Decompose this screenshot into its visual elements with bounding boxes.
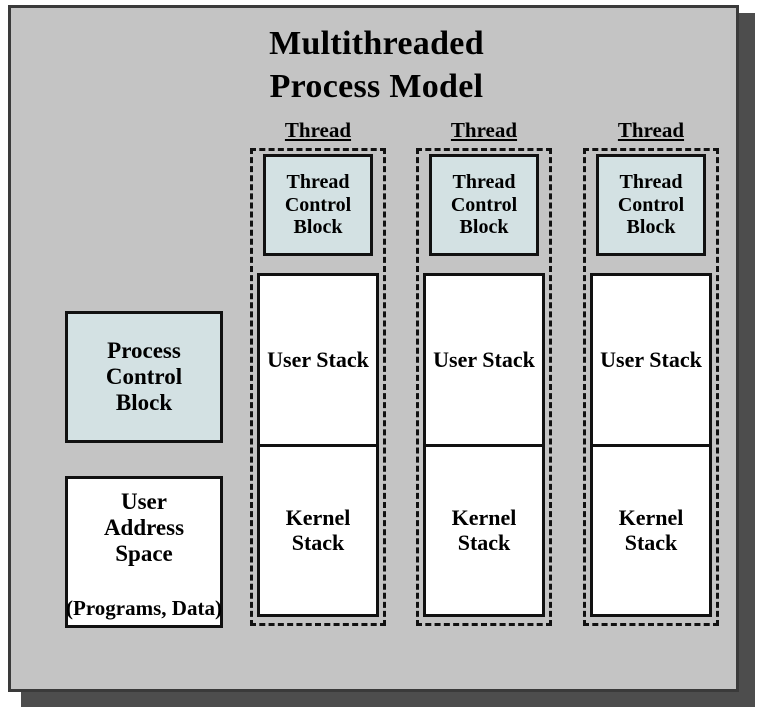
- thread-control-block-label-1: Thread Control Block: [284, 171, 352, 239]
- kernel-stack-label-3: Kernel Stack: [618, 505, 684, 556]
- user-stack-1: User Stack: [260, 276, 376, 444]
- thread-boundary-1: [250, 148, 386, 626]
- kernel-stack-label-2: Kernel Stack: [451, 505, 517, 556]
- thread-stack-group-1: User Stack Kernel Stack: [257, 273, 379, 617]
- kernel-stack-2: Kernel Stack: [426, 443, 542, 614]
- diagram-title-line-2: Process Model: [269, 67, 484, 105]
- diagram-frame: Multithreaded Process Model Process Cont…: [8, 5, 739, 692]
- thread-stack-group-3: User Stack Kernel Stack: [590, 273, 712, 617]
- thread-control-block-2: Thread Control Block: [429, 154, 539, 256]
- kernel-stack-1: Kernel Stack: [260, 443, 376, 614]
- user-stack-3: User Stack: [593, 276, 709, 444]
- diagram-title: Multithreaded Process Model: [11, 23, 742, 109]
- thread-label-1: Thread: [284, 118, 352, 142]
- user-stack-label-1: User Stack: [267, 347, 369, 373]
- thread-label-3: Thread: [617, 118, 685, 142]
- user-address-space-label: User Address Space: [103, 489, 185, 566]
- thread-control-block-3: Thread Control Block: [596, 154, 706, 256]
- thread-control-block-1: Thread Control Block: [263, 154, 373, 256]
- thread-column-1: Thread Thread Control Block User Stack: [250, 118, 386, 626]
- thread-column-3: Thread Thread Control Block User Stack: [583, 118, 719, 626]
- thread-label-2: Thread: [450, 118, 518, 142]
- kernel-stack-3: Kernel Stack: [593, 443, 709, 614]
- thread-boundary-3: [583, 148, 719, 626]
- thread-control-block-label-2: Thread Control Block: [450, 171, 518, 239]
- thread-column-2: Thread Thread Control Block User Stack: [416, 118, 552, 626]
- diagram-title-line-1: Multithreaded: [269, 25, 484, 62]
- user-stack-label-3: User Stack: [600, 347, 702, 373]
- user-address-space-note: (Programs, Data): [66, 596, 222, 621]
- user-stack-2: User Stack: [426, 276, 542, 444]
- kernel-stack-label-1: Kernel Stack: [285, 505, 351, 556]
- thread-boundary-2: [416, 148, 552, 626]
- thread-control-block-label-3: Thread Control Block: [617, 171, 685, 239]
- thread-stack-group-2: User Stack Kernel Stack: [423, 273, 545, 617]
- process-control-block-label: Process Control Block: [105, 338, 183, 415]
- user-stack-label-2: User Stack: [433, 347, 535, 373]
- user-address-space-block: User Address Space (Programs, Data): [65, 476, 223, 628]
- process-control-block: Process Control Block: [65, 311, 223, 443]
